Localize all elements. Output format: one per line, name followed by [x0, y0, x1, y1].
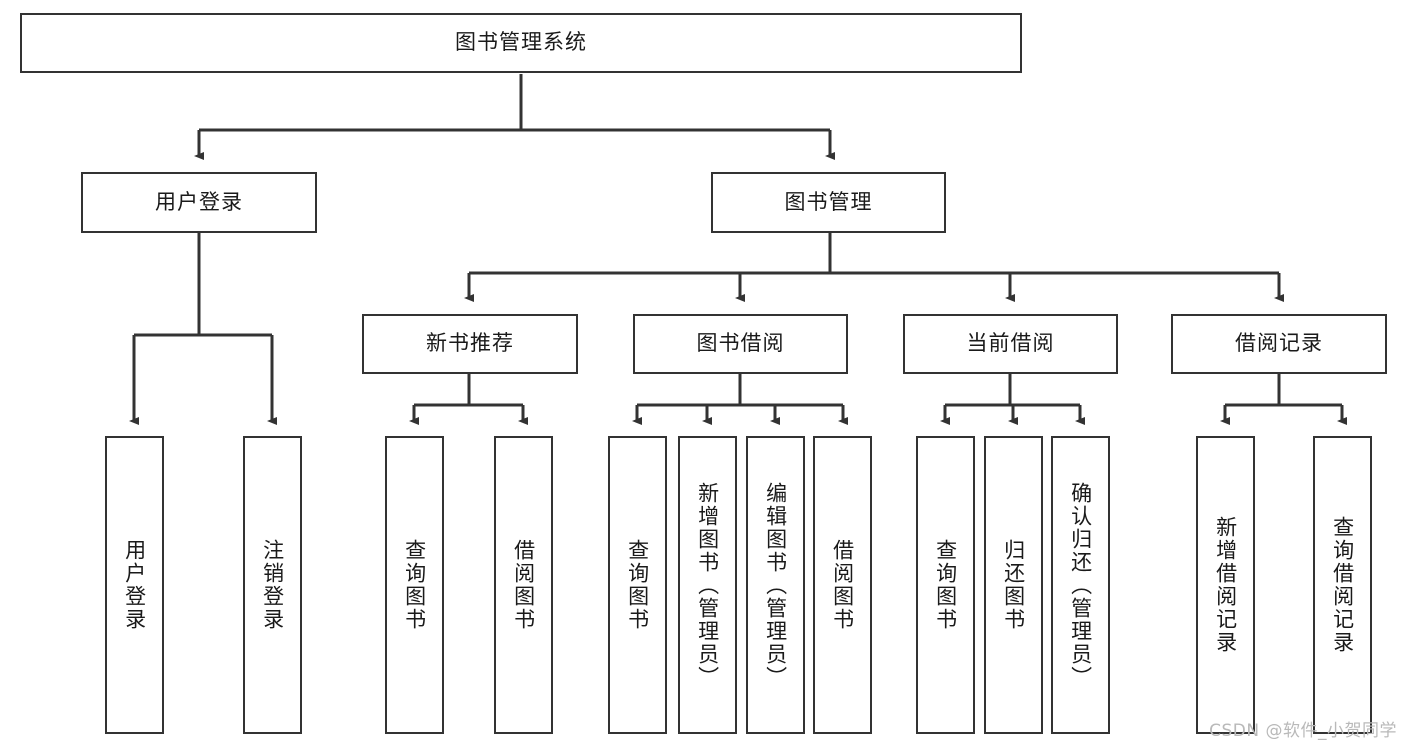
leaf-book-borrow-query[interactable]: 查询图书: [608, 436, 667, 734]
node-label: 新增借阅记录: [1213, 516, 1238, 654]
node-label: 注销登录: [260, 539, 285, 631]
leaf-book-borrow-borrow[interactable]: 借阅图书: [813, 436, 872, 734]
node-label: 新增图书（管理员）: [695, 481, 720, 689]
node-borrow-records[interactable]: 借阅记录: [1171, 314, 1387, 374]
node-label: 确认归还（管理员）: [1068, 481, 1093, 689]
leaf-new-book-borrow[interactable]: 借阅图书: [494, 436, 553, 734]
leaf-new-book-query[interactable]: 查询图书: [385, 436, 444, 734]
leaf-current-borrow-confirm-return[interactable]: 确认归还（管理员）: [1051, 436, 1110, 734]
node-label: 图书管理: [784, 189, 873, 214]
leaf-user-login-logout[interactable]: 注销登录: [243, 436, 302, 734]
node-label: 查询图书: [402, 539, 427, 631]
node-label: 用户登录: [122, 539, 147, 631]
leaf-borrow-records-query[interactable]: 查询借阅记录: [1313, 436, 1372, 734]
node-new-book-recommend[interactable]: 新书推荐: [362, 314, 578, 374]
leaf-user-login-login[interactable]: 用户登录: [105, 436, 164, 734]
csdn-watermark: CSDN @软件_小贺同学: [1209, 721, 1397, 741]
node-label: 图书管理系统: [455, 30, 587, 55]
node-current-borrow[interactable]: 当前借阅: [903, 314, 1118, 374]
node-label: 用户登录: [155, 189, 243, 214]
leaf-borrow-records-add[interactable]: 新增借阅记录: [1196, 436, 1255, 734]
node-label: 借阅记录: [1235, 331, 1323, 356]
node-label: 图书借阅: [696, 331, 785, 356]
leaf-current-borrow-query[interactable]: 查询图书: [916, 436, 975, 734]
node-book-management[interactable]: 图书管理: [711, 172, 946, 233]
leaf-current-borrow-return[interactable]: 归还图书: [984, 436, 1043, 734]
leaf-book-borrow-edit[interactable]: 编辑图书（管理员）: [746, 436, 805, 734]
node-book-borrow[interactable]: 图书借阅: [633, 314, 848, 374]
node-label: 借阅图书: [511, 539, 536, 631]
leaf-book-borrow-add[interactable]: 新增图书（管理员）: [678, 436, 737, 734]
node-label: 查询借阅记录: [1330, 516, 1355, 654]
node-label: 查询图书: [933, 539, 958, 631]
node-label: 归还图书: [1001, 539, 1026, 631]
node-root-book-management-system[interactable]: 图书管理系统: [20, 13, 1022, 73]
node-user-login[interactable]: 用户登录: [81, 172, 317, 233]
node-label: 当前借阅: [966, 331, 1055, 356]
node-label: 查询图书: [625, 539, 650, 631]
node-label: 借阅图书: [830, 539, 855, 631]
node-label: 编辑图书（管理员）: [763, 481, 788, 689]
node-label: 新书推荐: [426, 331, 514, 356]
